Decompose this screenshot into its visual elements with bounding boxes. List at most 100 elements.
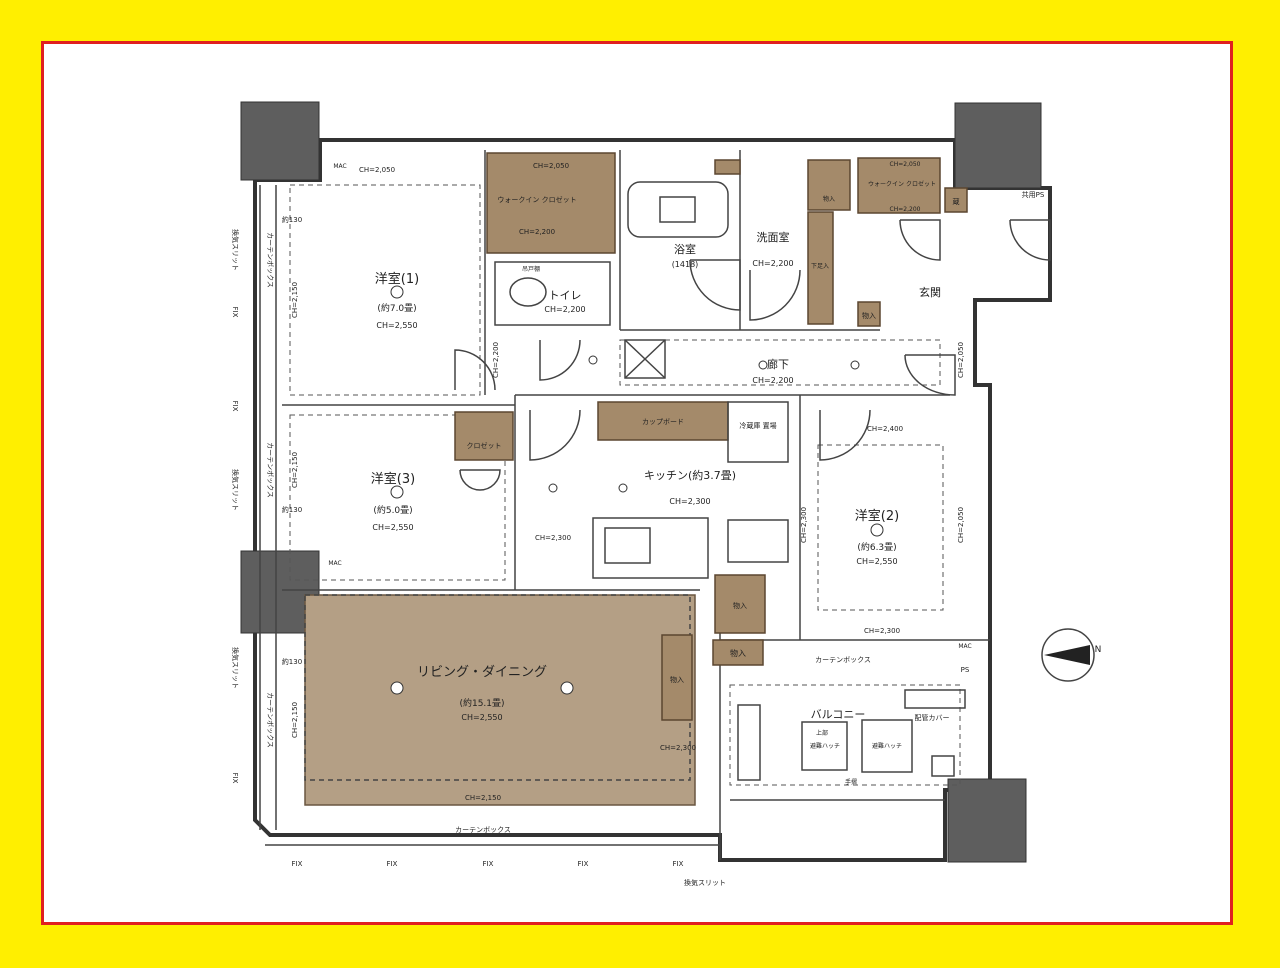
bathtub — [627, 181, 729, 238]
ceiling-lights — [390, 285, 884, 695]
toilet-room — [494, 261, 611, 326]
label-mac-3: MAC — [958, 643, 971, 650]
label-bath: 浴室 — [674, 242, 696, 256]
label-ps: PS — [961, 666, 970, 674]
br1-ceiling-dash — [289, 184, 481, 396]
ch-br1-east: CH=2,200 — [492, 342, 500, 378]
label-bedroom1-ch: CH=2,550 — [376, 321, 417, 330]
toilet-shelf-mark — [714, 159, 741, 175]
label-d130-2: 約130 — [282, 505, 302, 514]
label-mac-1: MAC — [333, 163, 346, 170]
label-hallway: 廊下 — [767, 357, 789, 371]
label-bedroom1: 洋室(1) — [375, 271, 419, 287]
label-storage-d: 物入 — [823, 195, 835, 203]
door-front[interactable] — [1009, 219, 1051, 261]
door-hallway-e[interactable] — [904, 354, 956, 396]
kitchen-island — [592, 517, 709, 579]
hallway-hatch — [624, 339, 666, 379]
label-curtain-box-west-3: カーテンボックス — [266, 692, 274, 748]
label-mac-2: MAC — [328, 560, 341, 567]
door-br3[interactable] — [529, 409, 581, 461]
light-kitchen-1 — [618, 483, 628, 493]
label-handrail: 手摺 — [845, 778, 857, 786]
label-fix-1: FIX — [292, 860, 303, 868]
label-fix-west-3: FIX — [231, 773, 239, 784]
label-north: N — [1095, 645, 1102, 655]
lower-hatch-box — [801, 721, 848, 771]
bathtub-drain — [659, 196, 696, 223]
door-closet-br3[interactable] — [459, 469, 501, 491]
label-fix-5: FIX — [673, 860, 684, 868]
label-bedroom2-size: (約6.3畳) — [857, 541, 896, 553]
ch-br1-top: CH=2,050 — [359, 166, 395, 174]
label-walkin1-ch: CH=2,200 — [519, 228, 555, 236]
outdoor-unit — [737, 704, 761, 781]
ch-br1-west: CH=2,150 — [291, 282, 299, 318]
light-hall-3 — [850, 360, 860, 370]
light-living-1 — [390, 681, 404, 695]
label-toilet-shelf: 吊戸棚 — [522, 265, 540, 273]
label-fridge: 冷蔵庫 置場 — [739, 421, 776, 430]
ch-br3-west: CH=2,150 — [291, 452, 299, 488]
column-nw — [240, 101, 320, 181]
light-kitchen-2 — [548, 483, 558, 493]
hatch-cross-b — [624, 339, 666, 379]
door-washroom[interactable] — [749, 269, 801, 321]
label-vent-slit-west-2: 換気スリット — [231, 469, 240, 511]
label-vent-slit-west-1: 換気スリット — [231, 229, 240, 271]
label-toilet-ch: CH=2,200 — [544, 305, 585, 314]
closet-br3 — [454, 411, 514, 461]
label-walkin2-ch-top: CH=2,050 — [890, 161, 921, 168]
label-storage-c: 物入 — [862, 311, 876, 320]
kitchen-stove — [727, 519, 789, 563]
door-entrance-closet[interactable] — [899, 219, 941, 261]
door-br2[interactable] — [819, 409, 871, 461]
label-lower-hatch: 避難ハッチ — [810, 742, 840, 750]
label-bedroom2-ch: CH=2,550 — [856, 557, 897, 566]
hallway-dash — [619, 339, 941, 386]
br2-ceiling-dash — [817, 444, 944, 611]
label-living-size: (約15.1畳) — [459, 697, 504, 709]
label-closet: クロゼット — [467, 441, 502, 450]
walkin-closet-1 — [486, 152, 616, 254]
ch-living-west: CH=2,150 — [291, 702, 299, 738]
label-walkin2-ch: CH=2,200 — [890, 206, 921, 213]
label-toilet: トイレ — [549, 289, 582, 302]
light-hall-1 — [758, 360, 768, 370]
light-br1 — [390, 285, 404, 299]
storage-kitchen — [714, 574, 766, 634]
living-area — [304, 594, 696, 806]
label-living-ch: CH=2,550 — [461, 713, 502, 722]
label-cupboard: カップボード — [642, 418, 684, 426]
label-d130-3: 約130 — [282, 657, 302, 666]
door-br1[interactable] — [454, 349, 496, 391]
shoebox — [807, 211, 834, 325]
label-curtain-box-balcony: カーテンボックス — [815, 656, 871, 664]
label-fix-west-1: FIX — [231, 307, 239, 318]
label-vent-slit-south: 換気スリット — [684, 878, 726, 887]
door-toilet[interactable] — [539, 339, 581, 381]
door-bath[interactable] — [689, 259, 741, 311]
label-storage-b: 物入 — [730, 648, 746, 658]
ch-hall-east: CH=2,050 — [957, 342, 965, 378]
ch-br2-bottom: CH=2,300 — [864, 627, 900, 635]
column-se — [947, 778, 1027, 863]
label-bedroom2: 洋室(2) — [855, 508, 899, 524]
label-shoebox: 下足入 — [811, 263, 829, 270]
label-pipe-cover: 配管カバー — [915, 713, 950, 722]
label-balcony: バルコニー — [811, 708, 866, 721]
living-storage — [661, 634, 693, 721]
label-washroom: 洗面室 — [757, 230, 790, 244]
ch-br2-west: CH=2,300 — [800, 507, 808, 543]
pipe-cover-box — [904, 689, 966, 709]
toilet-bowl — [509, 277, 547, 307]
kitchen-sink — [604, 527, 651, 564]
ch-br2-east: CH=2,050 — [957, 507, 965, 543]
kura — [944, 187, 968, 213]
north-arrow-icon — [1044, 645, 1090, 665]
label-walkin1: ウォークイン クロゼット — [497, 195, 576, 204]
label-bedroom3: 洋室(3) — [371, 471, 415, 487]
label-curtain-box-west-1: カーテンボックス — [266, 232, 274, 288]
label-fix-3: FIX — [483, 860, 494, 868]
